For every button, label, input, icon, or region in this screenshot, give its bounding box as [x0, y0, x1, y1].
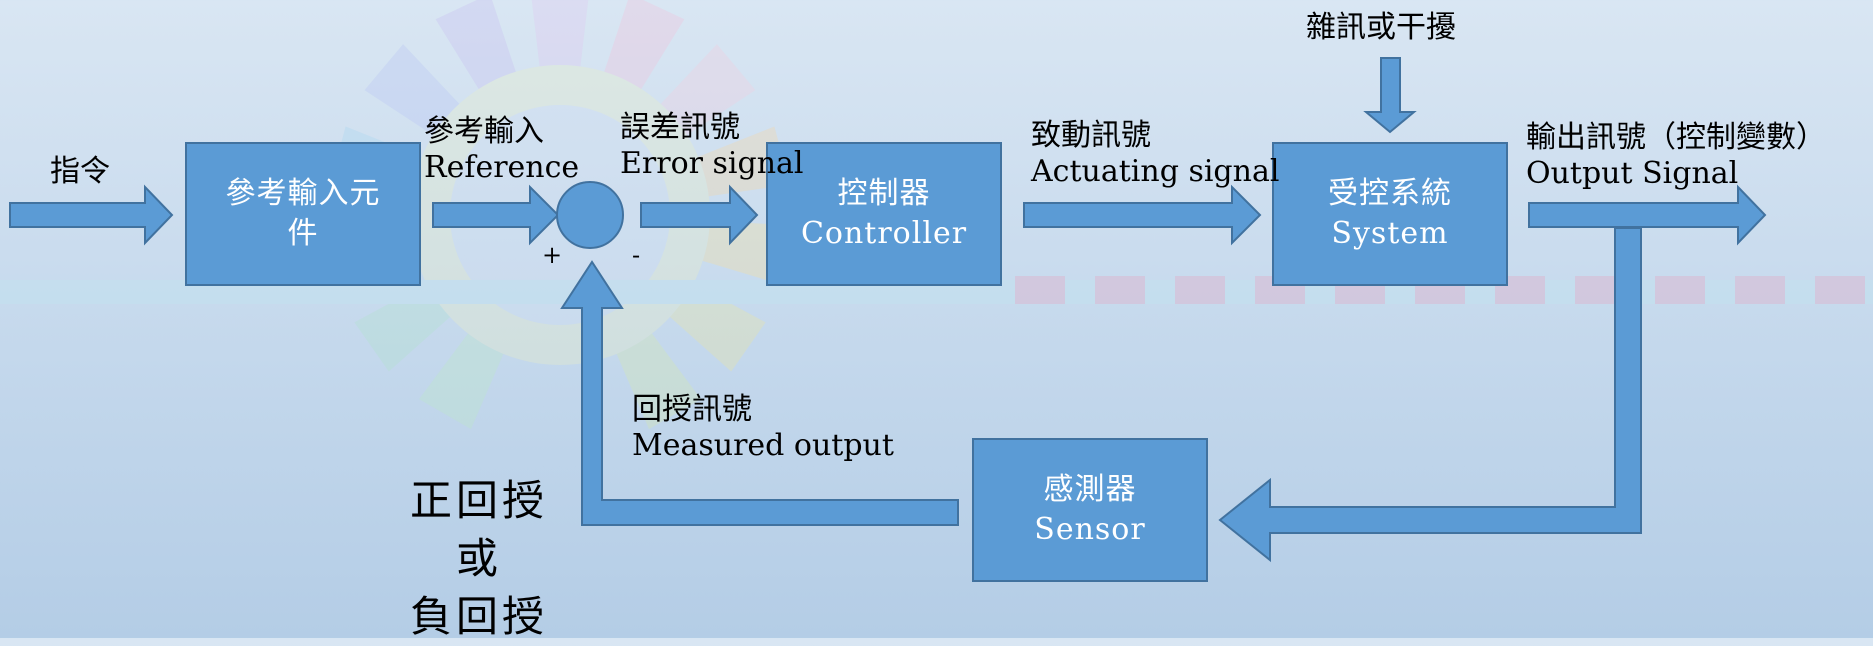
system-block: 受控系統 System [1272, 142, 1508, 286]
note-line1: 正回授 [409, 476, 548, 525]
block-label-line1: 參考輸入元 [225, 176, 381, 211]
block-label-line2: Sensor [1034, 512, 1146, 547]
arrow-actuating-signal [1023, 184, 1262, 246]
sensor-block: 感測器 Sensor [972, 438, 1208, 582]
label-zh: 輸出訊號（控制變數） [1526, 120, 1826, 155]
note-line3: 負回授 [409, 592, 548, 641]
arrow-command [9, 184, 174, 246]
arrow-error-signal [640, 184, 759, 246]
label-en: Reference [424, 150, 580, 185]
label-zh: 致動訊號 [1031, 118, 1151, 153]
arrow-feedback-to-junction [560, 260, 959, 526]
command-label: 指令 [50, 154, 110, 189]
label-en: Error signal [620, 146, 804, 181]
feedback-type-note: 正回授 或 負回授 [398, 472, 560, 646]
reference-input-label: 參考輸入 Reference [424, 114, 579, 186]
plus-sign: + [542, 241, 563, 269]
arrow-reference-input [432, 184, 560, 246]
summing-junction [556, 181, 624, 249]
block-label-line1: 控制器 [837, 176, 931, 211]
block-label-line1: 受控系統 [1328, 176, 1452, 211]
label-en: Output Signal [1526, 156, 1739, 191]
reference-input-element-block: 參考輸入元 件 [185, 142, 421, 286]
minus-sign: - [632, 241, 641, 269]
note-line2: 或 [455, 534, 502, 583]
label-zh: 參考輸入 [424, 114, 544, 149]
disturbance-label: 雜訊或干擾 [1306, 10, 1456, 45]
label-en: Measured output [632, 428, 894, 463]
arrow-disturbance [1363, 57, 1417, 134]
block-label-line2: System [1331, 216, 1449, 251]
arrow-output-signal [1528, 184, 1767, 246]
label-zh: 回授訊號 [632, 392, 752, 427]
background-watermark [0, 0, 1873, 430]
output-signal-label: 輸出訊號（控制變數） Output Signal [1526, 120, 1826, 192]
actuating-signal-label: 致動訊號 Actuating signal [1031, 118, 1279, 190]
block-label-line1: 感測器 [1043, 472, 1137, 507]
block-label-line2: Controller [800, 216, 968, 251]
label-zh: 誤差訊號 [620, 110, 740, 145]
block-label-line2: 件 [287, 216, 319, 251]
arrow-output-to-sensor [1218, 227, 1642, 563]
controller-block: 控制器 Controller [766, 142, 1002, 286]
measured-output-label: 回授訊號 Measured output [632, 392, 894, 464]
label-en: Actuating signal [1031, 154, 1280, 189]
error-signal-label: 誤差訊號 Error signal [620, 110, 804, 182]
